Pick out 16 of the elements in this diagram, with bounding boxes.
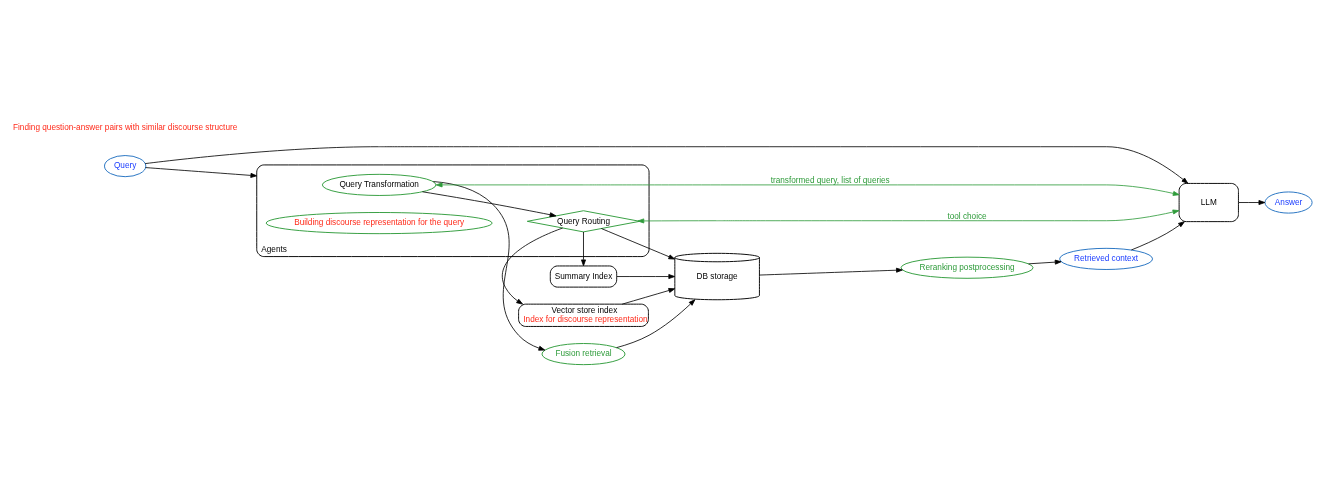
arrow	[581, 231, 586, 267]
arrow	[1028, 259, 1062, 265]
arrow	[621, 288, 676, 305]
arrow	[435, 182, 1180, 196]
arrow	[601, 228, 676, 260]
arrow	[422, 191, 557, 218]
arrow	[501, 227, 564, 305]
arrow	[637, 209, 1180, 224]
arrow	[616, 299, 696, 349]
arrow	[145, 167, 258, 178]
arrow	[432, 181, 546, 351]
arrow	[1130, 221, 1185, 251]
arrow	[144, 146, 1189, 184]
arrow	[616, 274, 676, 279]
arrow	[1238, 200, 1266, 205]
arrow	[759, 267, 903, 276]
